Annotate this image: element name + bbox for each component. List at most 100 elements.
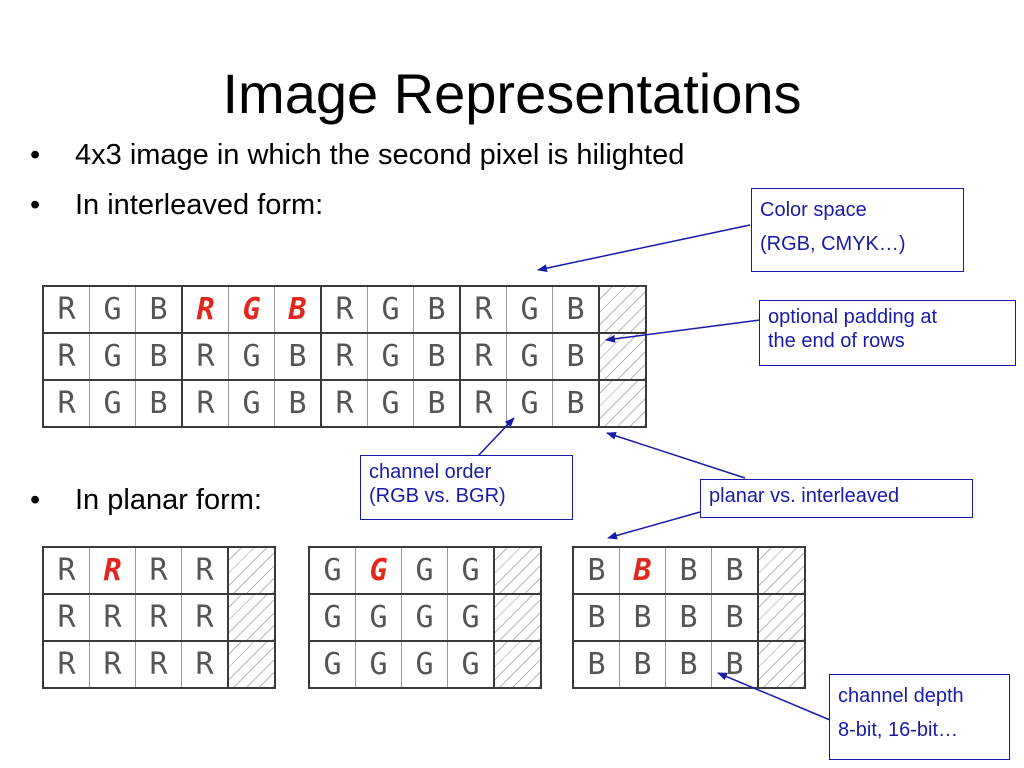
channel-cell: G [228, 285, 275, 334]
channel-cell: R [42, 379, 90, 428]
channel-cell: R [459, 379, 507, 428]
channel-cell: B [413, 285, 461, 334]
channel-cell: G [228, 332, 275, 381]
channel-cell: G [401, 640, 448, 689]
channel-cell: B [665, 640, 712, 689]
channel-cell: G [401, 546, 448, 595]
channel-cell: R [135, 546, 182, 595]
callout-line: optional padding at [768, 306, 938, 328]
padding-cell [757, 546, 806, 595]
channel-cell: R [320, 379, 368, 428]
channel-cell: G [367, 332, 414, 381]
channel-cell: G [447, 546, 495, 595]
channel-cell: R [320, 285, 368, 334]
channel-cell: G [355, 546, 402, 595]
callout-channel-order: channel order (RGB vs. BGR) [360, 455, 573, 520]
arrow-planar-interleaved-up [606, 431, 746, 479]
bullet-marker: • [30, 484, 41, 516]
channel-cell: R [459, 285, 507, 334]
channel-cell: R [181, 640, 229, 689]
channel-cell: B [274, 379, 322, 428]
padding-cell [757, 593, 806, 642]
channel-cell: G [355, 593, 402, 642]
channel-cell: G [89, 379, 136, 428]
channel-cell: R [89, 640, 136, 689]
padding-cell [493, 593, 542, 642]
channel-cell: B [665, 593, 712, 642]
channel-cell: R [135, 640, 182, 689]
channel-cell: B [619, 593, 666, 642]
channel-cell: R [181, 546, 229, 595]
arrow-padding [605, 319, 761, 343]
channel-cell: G [506, 332, 553, 381]
callout-line: Color space [760, 199, 867, 221]
callout-line: (RGB vs. BGR) [369, 485, 506, 507]
bullet-item: •4x3 image in which the second pixel is … [30, 138, 684, 172]
channel-cell: B [665, 546, 712, 595]
callout-line: channel depth [838, 685, 964, 707]
callout-channel-depth: channel depth 8-bit, 16-bit… [829, 674, 1010, 760]
channel-cell: G [506, 285, 553, 334]
channel-cell: B [274, 332, 322, 381]
callout-color-space: Color space (RGB, CMYK…) [751, 188, 964, 272]
callout-line: 8-bit, 16-bit… [838, 719, 959, 741]
padding-cell [227, 640, 276, 689]
arrow-color-space [537, 224, 751, 273]
channel-cell: R [320, 332, 368, 381]
channel-cell: R [459, 332, 507, 381]
channel-cell: B [711, 546, 759, 595]
channel-cell: R [181, 285, 229, 334]
channel-cell: R [181, 332, 229, 381]
bullet-item: •In interleaved form: [30, 188, 323, 222]
channel-cell: B [413, 332, 461, 381]
callout-line: the end of rows [768, 330, 905, 352]
bullet-item: • In planar form: [30, 483, 262, 517]
bullet-text: In planar form: [75, 484, 262, 516]
channel-cell: G [447, 593, 495, 642]
channel-cell: R [181, 379, 229, 428]
channel-cell: B [619, 546, 666, 595]
callout-line: planar vs. interleaved [709, 485, 900, 507]
channel-cell: G [355, 640, 402, 689]
channel-cell: R [135, 593, 182, 642]
channel-cell: R [181, 593, 229, 642]
callout-line: channel order [369, 461, 492, 483]
channel-cell: B [135, 379, 183, 428]
channel-cell: G [367, 379, 414, 428]
callout-padding: optional padding at the end of rows [759, 300, 1016, 366]
channel-cell: G [89, 332, 136, 381]
arrow-channel-order [477, 417, 515, 457]
channel-cell: G [228, 379, 275, 428]
channel-cell: R [42, 285, 90, 334]
callout-planar-vs-interleaved: planar vs. interleaved [700, 479, 973, 518]
arrow-planar-interleaved-down [607, 511, 701, 540]
channel-cell: R [89, 546, 136, 595]
channel-cell: G [401, 593, 448, 642]
bullet-marker: • [30, 139, 41, 171]
channel-cell: G [308, 593, 356, 642]
channel-cell: R [42, 332, 90, 381]
padding-cell [598, 379, 647, 428]
slide-title: Image Representations [222, 62, 802, 125]
padding-cell [493, 640, 542, 689]
channel-cell: R [42, 593, 90, 642]
channel-cell: B [552, 379, 600, 428]
channel-cell: G [308, 640, 356, 689]
